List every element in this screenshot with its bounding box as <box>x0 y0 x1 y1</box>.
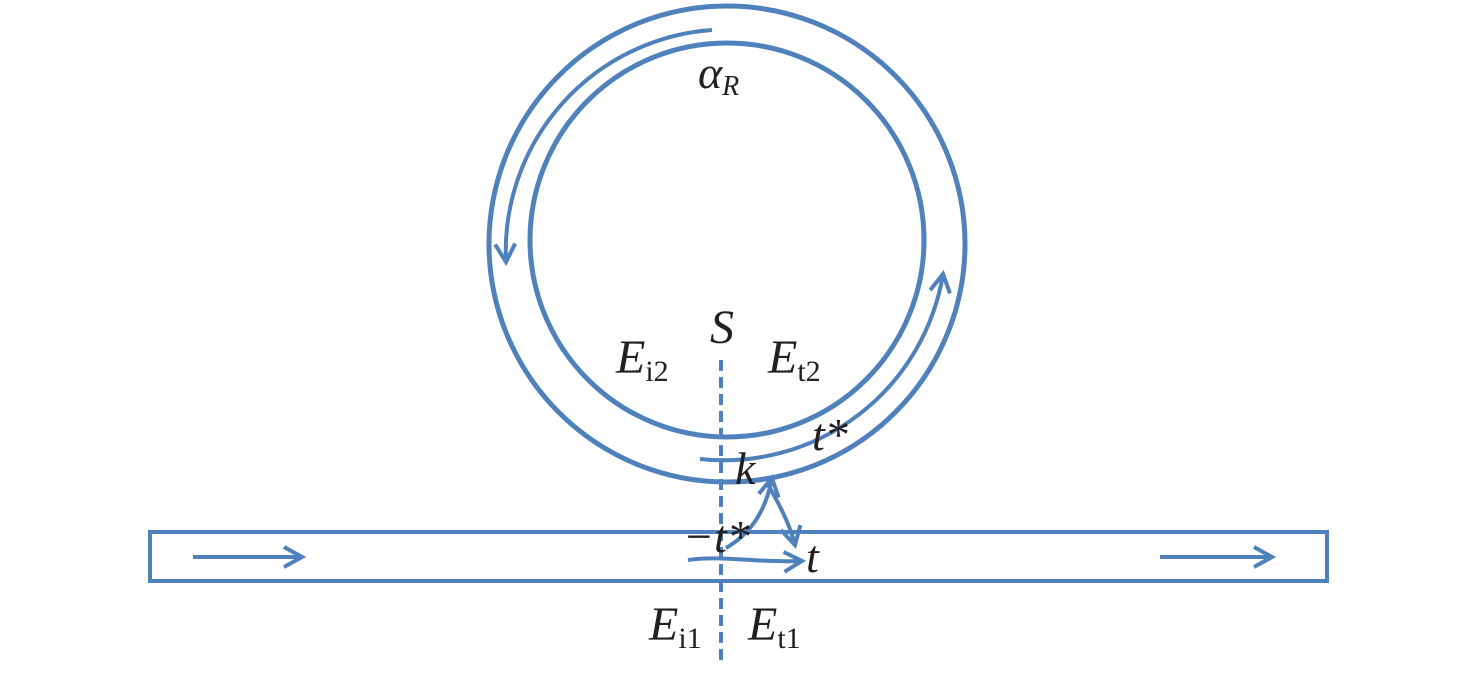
t-label: t <box>806 531 820 582</box>
e-t2-main: E <box>767 331 797 384</box>
ring-inner-wall <box>527 40 927 440</box>
e-t1-main: E <box>747 598 777 651</box>
e-i2-sub: i2 <box>645 355 668 388</box>
e-i1-main: E <box>648 598 678 651</box>
neg-t-star-label: −t* <box>683 511 750 562</box>
e-i1-sub: i1 <box>678 622 701 655</box>
alpha-r-label: αR <box>698 47 739 102</box>
e-t1-label: Et1 <box>747 598 801 655</box>
coupling-arrow-down <box>766 483 795 545</box>
ring-circulation-arrow-left <box>506 28 713 262</box>
e-t2-sub: t2 <box>797 355 820 388</box>
e-i2-label: Ei2 <box>615 331 669 388</box>
alpha-r-sub: R <box>721 71 739 102</box>
e-i1-label: Ei1 <box>648 598 702 655</box>
transmission-arrow <box>687 558 802 561</box>
e-t2-label: Et2 <box>767 331 821 388</box>
ring-outer-wall <box>486 3 968 485</box>
s-label: S <box>710 301 734 354</box>
t-star-label: t* <box>812 409 848 460</box>
k-label: k <box>735 443 757 494</box>
alpha-r-main: α <box>698 47 723 98</box>
ring-circulation-arrow-right <box>699 274 943 463</box>
e-t1-sub: t1 <box>777 622 800 655</box>
coupling-arrow-up <box>724 478 772 550</box>
e-i2-main: E <box>615 331 645 384</box>
bus-waveguide <box>148 530 1329 583</box>
